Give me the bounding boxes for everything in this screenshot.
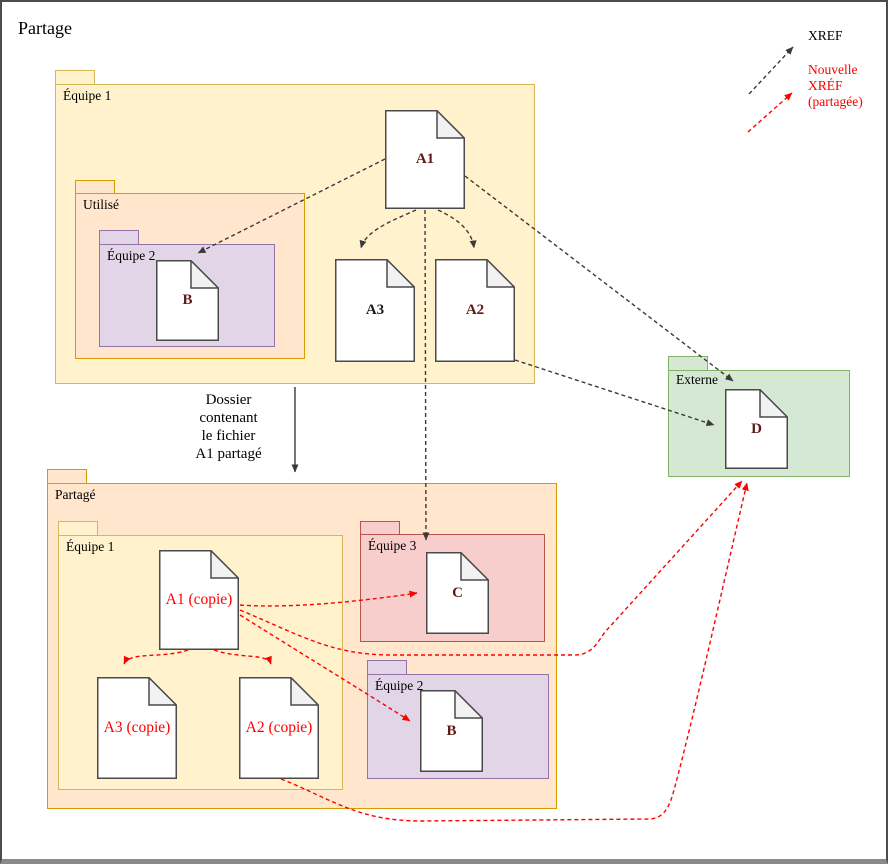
folder-tab-equipe1-top — [55, 70, 95, 85]
folder-tab-equipe1-bottom — [58, 521, 98, 536]
document-icon — [385, 110, 465, 209]
document-icon — [725, 389, 788, 469]
legend-new-xref-arrow — [747, 92, 793, 133]
folder-tab-externe — [668, 356, 708, 371]
file-a3-copy: A3 (copie) — [97, 677, 177, 779]
document-icon — [335, 259, 415, 362]
file-a2-copy: A2 (copie) — [239, 677, 319, 779]
document-icon — [159, 550, 239, 650]
file-b-top: B — [156, 260, 219, 341]
file-label-b-top: B — [182, 292, 193, 308]
file-label-a1: A1 — [415, 151, 435, 167]
folder-tab-equipe2-top — [99, 230, 139, 245]
file-label-a1-copy: A1 (copie) — [165, 591, 233, 608]
file-label-a2-top: A2 — [465, 302, 485, 318]
folder-tab-partage — [47, 469, 87, 484]
file-a1: A1 — [385, 110, 465, 209]
file-d: D — [725, 389, 788, 469]
file-b-bottom: B — [420, 690, 483, 772]
legend-new-xref-label: Nouvelle XRÉF (partagée) — [808, 62, 863, 109]
file-a3-top: A3 — [335, 259, 415, 362]
folder-label-utilise: Utilisé — [83, 197, 119, 212]
folder-label-equipe2-top: Équipe 2 — [107, 248, 156, 263]
folder-tab-utilise — [75, 180, 115, 195]
page-title: Partage — [18, 18, 72, 38]
document-icon — [97, 677, 177, 779]
file-label-c: C — [452, 584, 463, 601]
file-a1-copy: A1 (copie) — [159, 550, 239, 650]
file-label-a3-top: A3 — [365, 302, 385, 318]
file-c: C — [426, 552, 489, 634]
folder-label-equipe3: Équipe 3 — [368, 538, 417, 553]
legend-xref-label: XREF — [808, 28, 843, 43]
document-icon — [156, 260, 219, 341]
file-a2-top: A2 — [435, 259, 515, 362]
folder-label-externe: Externe — [676, 372, 718, 387]
file-label-b-bottom: B — [446, 722, 457, 739]
file-label-a3-copy: A3 (copie) — [103, 719, 171, 736]
file-label-a2-copy: A2 (copie) — [245, 719, 313, 736]
folder-tab-equipe2-bottom — [367, 660, 407, 675]
folder-label-equipe1-bottom: Équipe 1 — [66, 539, 115, 554]
annotation-dossier-partage: Dossier contenant le fichier A1 partagé — [195, 392, 262, 462]
folder-label-equipe1-top: Équipe 1 — [63, 88, 112, 103]
file-label-d: D — [751, 420, 762, 437]
folder-label-partage: Partagé — [55, 487, 96, 502]
legend-xref-arrow — [748, 46, 794, 95]
folder-label-equipe2-bottom: Équipe 2 — [375, 678, 424, 693]
